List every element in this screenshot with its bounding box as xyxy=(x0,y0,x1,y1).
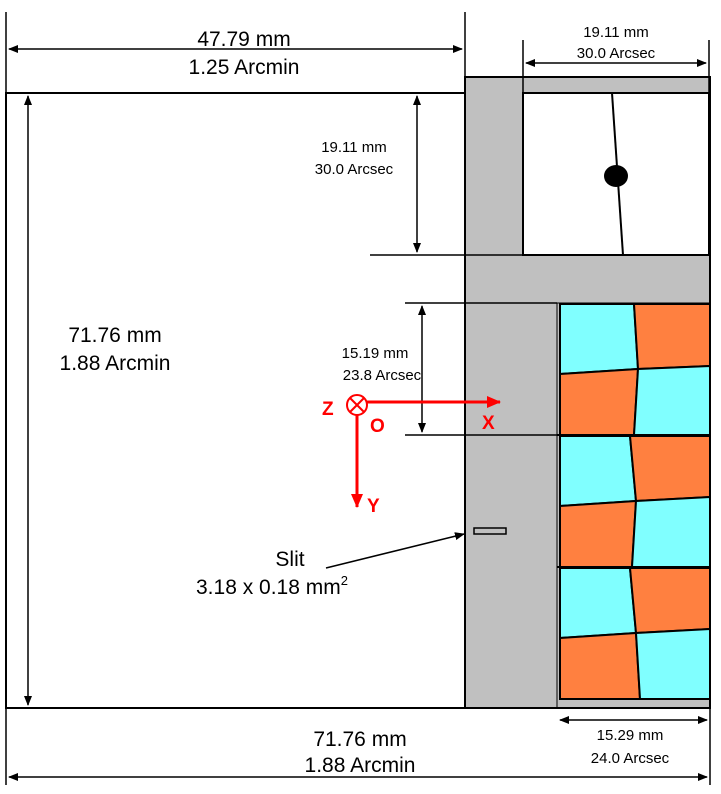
dim-block-height-arc: 23.8 Arcsec xyxy=(343,367,422,384)
tile-2-1 xyxy=(559,435,638,508)
origin-label: O xyxy=(370,416,385,437)
dim-left-height-mm: 71.76 mm xyxy=(68,324,161,347)
dim-inner-height-arc: 30.0 Arcsec xyxy=(315,161,394,178)
dim-bottom-width-arc: 1.88 Arcmin xyxy=(305,754,416,777)
tile-array xyxy=(559,303,711,700)
tile-2-3 xyxy=(559,499,638,568)
dim-bottomright-width-arc: 24.0 Arcsec xyxy=(591,750,670,767)
tile-2-4 xyxy=(630,495,711,568)
slit-size-text: 3.18 x 0.18 mm xyxy=(196,576,341,599)
tile-3-2 xyxy=(628,567,711,635)
dim-top-width-arc: 1.25 Arcmin xyxy=(189,56,300,79)
dim-block-height-mm: 15.19 mm xyxy=(342,345,409,362)
slit-label: Slit xyxy=(275,548,304,571)
y-axis-label: Y xyxy=(367,496,380,517)
tile-3-1 xyxy=(559,567,638,640)
tile-1-4 xyxy=(632,364,711,436)
tile-1-3 xyxy=(559,367,640,436)
dim-left-height-arc: 1.88 Arcmin xyxy=(60,352,171,375)
dim-topright-width-mm: 19.11 mm xyxy=(583,24,649,41)
tile-1-1 xyxy=(559,303,640,376)
tile-3-3 xyxy=(559,631,642,700)
tile-3-4 xyxy=(634,627,711,700)
z-axis-cross-2 xyxy=(349,397,365,413)
dim-top-width-mm: 47.79 mm xyxy=(197,28,290,51)
dim-bottomright-width-mm: 15.29 mm xyxy=(597,727,664,744)
slit-size-exponent: 2 xyxy=(341,573,348,588)
tile-2-2 xyxy=(628,435,711,503)
tile-1-2 xyxy=(632,303,711,371)
z-axis-label: Z xyxy=(322,399,334,420)
dim-bottom-width-mm: 71.76 mm xyxy=(313,728,406,751)
star-dot xyxy=(604,165,628,187)
slit-pointer xyxy=(325,532,465,569)
slit-rect xyxy=(473,527,507,535)
dim-topright-width-arc: 30.0 Arcsec xyxy=(577,45,656,62)
x-axis-label: X xyxy=(482,413,495,434)
slit-size: 3.18 x 0.18 mm2 xyxy=(196,573,348,599)
dim-inner-height-mm: 19.11 mm xyxy=(321,139,387,156)
